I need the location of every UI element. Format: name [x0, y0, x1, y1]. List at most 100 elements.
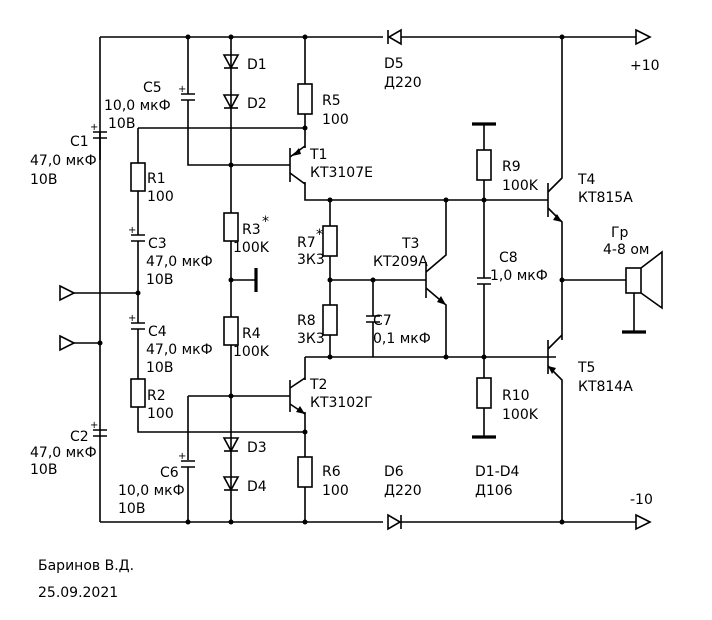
- label-r1: R1: [147, 171, 166, 187]
- wires: [73, 36, 636, 523]
- label-r4: R4: [242, 326, 261, 342]
- label-r9-value: 100K: [502, 178, 539, 194]
- label-c4-voltage: 10В: [146, 360, 173, 376]
- diode-d5: [387, 28, 402, 46]
- plus-c3: +: [128, 225, 136, 236]
- label-speaker-impedance: 4-8 ом: [603, 242, 649, 258]
- label-d1-d4: D1-D4: [475, 464, 520, 480]
- label-c2-voltage: 10В: [30, 462, 57, 478]
- label-d6-type: Д220: [384, 483, 422, 499]
- resistor-r5: [297, 83, 313, 115]
- label-t5: T5: [577, 360, 595, 376]
- label-c2: C2: [70, 429, 89, 445]
- label-c8: C8: [499, 250, 518, 266]
- label-c3: C3: [148, 236, 167, 252]
- label-t3: T3: [401, 236, 419, 252]
- capacitor-c6: [181, 460, 195, 468]
- plus-c1: +: [90, 122, 98, 133]
- transistor-t1: [289, 145, 306, 185]
- label-c5-voltage: 10В: [108, 116, 135, 132]
- label-d1: D1: [247, 57, 267, 73]
- capacitor-c2: [93, 429, 107, 437]
- label-r1-value: 100: [147, 189, 174, 205]
- label-d2: D2: [247, 96, 267, 112]
- label-c5-value: 10,0 мкФ: [104, 98, 171, 114]
- label-c3-voltage: 10В: [146, 272, 173, 288]
- diode-d6: [387, 513, 402, 531]
- ground-terminals: [254, 122, 646, 439]
- label-r9: R9: [502, 159, 521, 175]
- resistor-r1: [130, 162, 146, 192]
- label-c6-value: 10,0 мкФ: [118, 483, 185, 499]
- label-c6-voltage: 10В: [118, 501, 145, 517]
- label-r8: R8: [297, 313, 316, 329]
- label-r5: R5: [322, 93, 341, 109]
- drawing-date: 25.09.2021: [38, 585, 119, 601]
- label-c4: C4: [148, 324, 167, 340]
- label-t1: T1: [309, 147, 327, 163]
- label-d6: D6: [384, 464, 404, 480]
- label-t1-type: КТ3107Е: [310, 165, 373, 181]
- label-c7-value: 0,1 мкФ: [373, 331, 431, 347]
- label-d5: D5: [384, 56, 404, 72]
- label-c1-voltage: 10В: [30, 172, 57, 188]
- transistor-t4: [553, 214, 562, 222]
- transistor-t2: [289, 377, 306, 415]
- resistor-r6: [297, 456, 313, 488]
- label-t2-type: КТ3102Г: [310, 395, 373, 411]
- label-r6-value: 100: [322, 483, 349, 499]
- label-r10-value: 100K: [502, 407, 539, 423]
- label-c1: C1: [70, 134, 89, 150]
- label-c6: C6: [160, 465, 179, 481]
- diode-d3: [222, 437, 240, 453]
- diode-d1: [222, 54, 240, 70]
- label-t5-type: КТ814А: [578, 379, 633, 395]
- resistor-r4: [223, 316, 239, 346]
- label-d4: D4: [247, 479, 267, 495]
- input-terminals: [59, 284, 76, 352]
- label-speaker: Гр: [611, 225, 629, 241]
- diode-d4: [222, 476, 240, 492]
- component-labels: C1 47,0 мкФ 10В C2 47,0 мкФ 10В C3 47,0 …: [30, 56, 660, 517]
- capacitor-c7: [366, 315, 380, 323]
- author-name: Баринов В.Д.: [38, 558, 135, 574]
- plus-c4: +: [128, 313, 136, 324]
- label-r5-value: 100: [322, 112, 349, 128]
- label-t3-type: КТ209А: [373, 254, 428, 270]
- label-c5: C5: [143, 80, 162, 96]
- plus-c6: +: [178, 451, 186, 462]
- label-r2-value: 100: [147, 406, 174, 422]
- label-c8-value: 1,0 мкФ: [490, 268, 548, 284]
- plus-c2: +: [90, 420, 98, 431]
- label-c3-value: 47,0 мкФ: [146, 254, 213, 270]
- capacitor-c8: [477, 277, 491, 285]
- label-r3: R3: [242, 222, 261, 238]
- label-r6: R6: [322, 464, 341, 480]
- label-r10: R10: [502, 388, 530, 404]
- label-negative-rail: -10: [630, 492, 653, 508]
- capacitor-c3: [131, 234, 145, 242]
- resistor-r9: [476, 149, 492, 181]
- label-t4: T4: [577, 172, 596, 188]
- label-c4-value: 47,0 мкФ: [146, 342, 213, 358]
- resistor-r2: [130, 378, 146, 408]
- label-r3-star: *: [262, 214, 269, 230]
- speaker-icon: [625, 250, 663, 310]
- diode-d2: [222, 94, 240, 110]
- resistor-r8: [322, 304, 338, 336]
- capacitor-c1: [93, 131, 107, 139]
- label-c2-value: 47,0 мкФ: [30, 445, 97, 461]
- label-c1-value: 47,0 мкФ: [30, 153, 97, 169]
- label-d3: D3: [247, 440, 267, 456]
- label-r3-value: 100K: [233, 240, 270, 256]
- label-r4-value: 100K: [233, 344, 270, 360]
- label-t4-type: КТ815А: [578, 190, 633, 206]
- polarity-marks: + + + + + +: [90, 84, 186, 462]
- label-r8-value: 3К3: [297, 331, 325, 347]
- label-r7-value: 3К3: [297, 252, 325, 268]
- supply-terminals: [635, 28, 652, 531]
- label-r2: R2: [147, 388, 166, 404]
- label-d5-type: Д220: [384, 75, 422, 91]
- label-c7: C7: [373, 313, 392, 329]
